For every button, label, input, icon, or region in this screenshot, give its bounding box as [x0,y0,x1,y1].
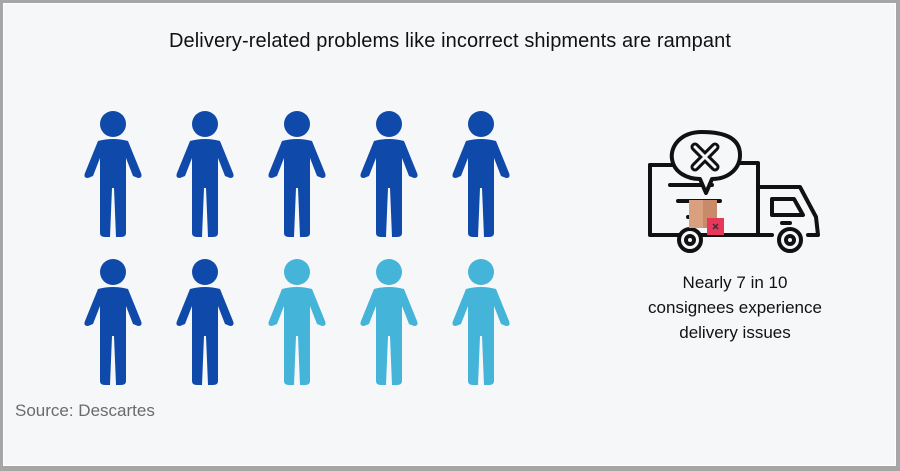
speech-bubble-x-icon [669,130,742,195]
person-icon [446,110,516,238]
person-icon [78,258,148,386]
person-icon [170,110,240,238]
person-icon [262,258,332,386]
stat-line-1: Nearly 7 in 10 [682,273,788,292]
person-icon [354,110,424,238]
person-icon [78,110,148,238]
person-icon [170,258,240,386]
stat-line-2: consignees experience [648,298,822,317]
package-icon [689,200,724,235]
page-title: Delivery-related problems like incorrect… [169,30,731,52]
person-icon [354,258,424,386]
person-icon [262,110,332,238]
source-caption: Source: Descartes [15,401,155,420]
person-icon [446,258,516,386]
delivery-truck-icon [640,127,840,262]
statistic-caption: Nearly 7 in 10 consignees experience del… [620,270,850,345]
stat-line-3: delivery issues [679,323,791,342]
